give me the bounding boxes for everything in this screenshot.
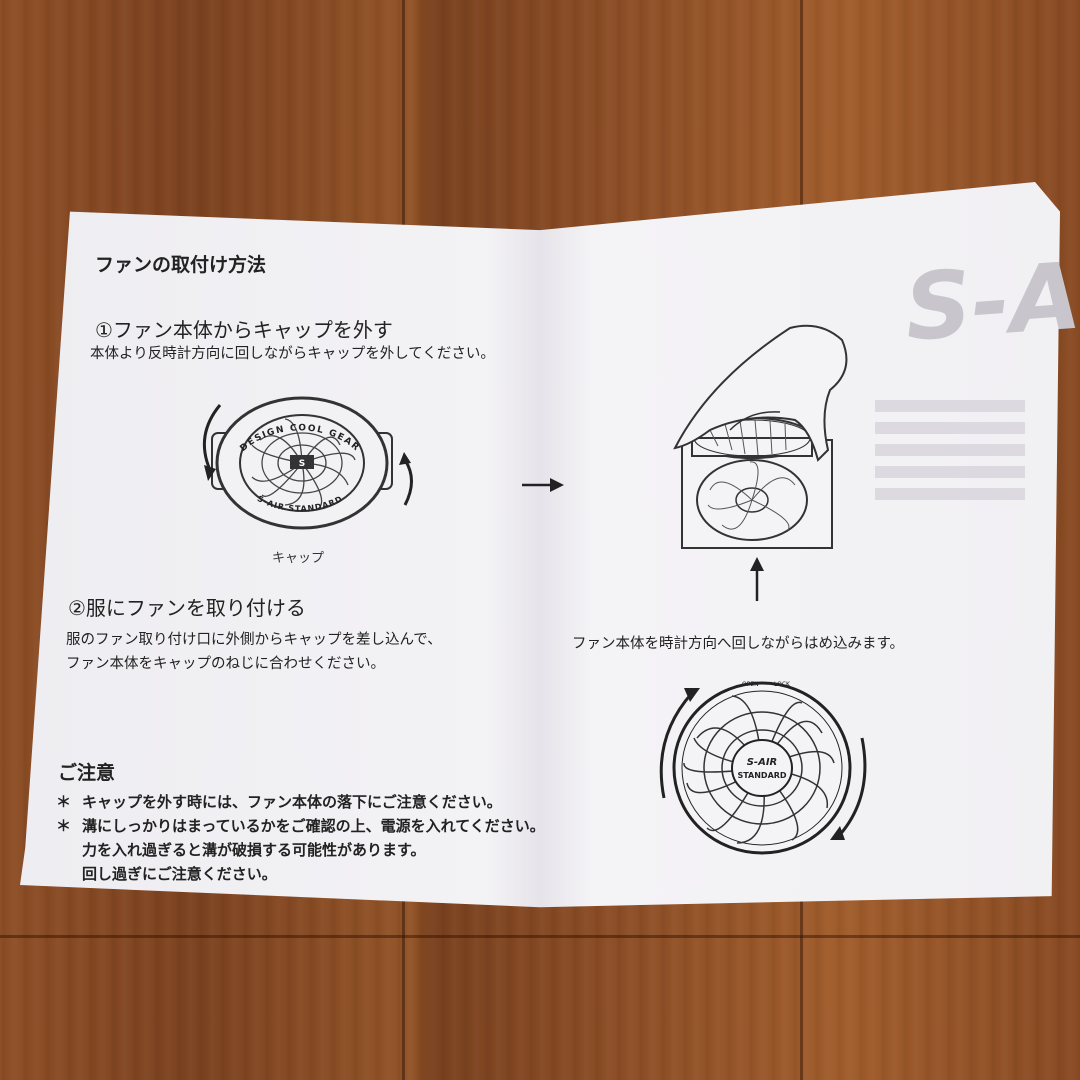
show-through-text (875, 400, 1025, 510)
note-bullet: ＊ (56, 817, 72, 835)
step1-title: ①ファン本体からキャップを外す (95, 318, 393, 342)
clockwise-arrow-icon (659, 692, 694, 799)
svg-text:S: S (299, 459, 305, 469)
hand-icon (673, 324, 848, 462)
note-line3: 力を入れ過ぎると溝が破損する可能性があります。 (82, 841, 426, 859)
right-instruction: ファン本体を時計方向へ回しながらはめ込みます。 (572, 636, 905, 652)
note-line1: キャップを外す時には、ファン本体の落下にご注意ください。 (82, 793, 502, 811)
counterclockwise-arrow-icon (202, 404, 222, 471)
step2-description-line1: 服のファン取り付け口に外側からキャップを差し込んで、 (66, 632, 442, 648)
cap-caption: キャップ (272, 551, 325, 566)
fan-top-view-illustration: S-AIR STANDARD OPEN LOCK (659, 681, 867, 855)
fan-hub (731, 739, 793, 797)
note-line2: 溝にしっかりはまっているかをご確認の上、電源を入れてください。 (82, 817, 545, 835)
step1-description: 本体より反時計方向に回しながらキャップを外してください。 (90, 346, 495, 362)
wood-seam (0, 935, 1080, 938)
note-line4: 回し過ぎにご注意ください。 (82, 865, 277, 883)
arrow-up-icon (750, 557, 764, 601)
notes-title: ご注意 (58, 762, 116, 784)
page-heading: ファンの取付け方法 (95, 254, 267, 276)
note-bullet: ＊ (56, 793, 72, 811)
step2-description-line2: ファン本体をキャップのねじに合わせください。 (66, 656, 385, 672)
clockwise-arrow-icon (835, 737, 867, 840)
hand-install-illustration (673, 324, 848, 549)
instruction-leaflet (20, 182, 1060, 908)
fan-model-bottom: STANDARD (737, 771, 786, 780)
show-through-logo: S-AIR (901, 235, 1080, 362)
step2-title: ②服にファンを取り付ける (68, 596, 306, 620)
fan-model-top: S-AIR (747, 757, 778, 768)
fan-lock-label: LOCK (774, 681, 791, 688)
arrow-right-icon (522, 478, 564, 492)
fan-open-label: OPEN (742, 681, 759, 688)
counterclockwise-arrow-icon (403, 459, 413, 506)
cap-illustration: S DESIGN COOL GEAR S-AIR STANDARD (202, 396, 413, 530)
